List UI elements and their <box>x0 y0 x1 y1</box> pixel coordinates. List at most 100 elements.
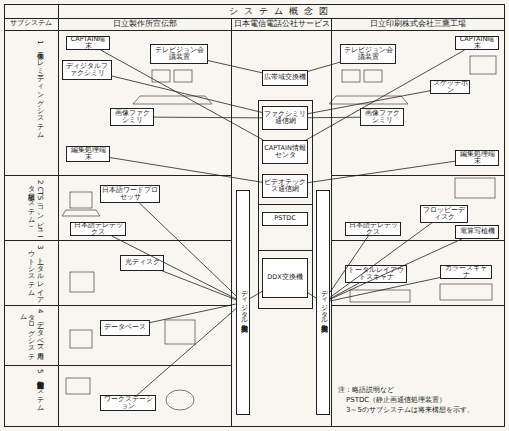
device-box: 日本語テレテックス <box>345 222 401 236</box>
node-label: CAPTAIN情報センタ <box>264 145 306 159</box>
node-label: フロッピーディスク <box>422 207 466 221</box>
terminal-drawing <box>470 56 496 74</box>
connector-line <box>112 236 236 299</box>
switch-box: DDX交換機 <box>262 258 308 298</box>
scanner-drawing <box>440 284 492 300</box>
device-box: ディジタルファクシミリ <box>62 60 112 80</box>
connector-line <box>308 161 455 182</box>
monitor-drawing <box>364 70 382 82</box>
connector-line <box>150 304 236 323</box>
connector-line <box>112 76 262 112</box>
connector-line <box>308 117 360 119</box>
node-label: 編集処理端末 <box>68 147 108 161</box>
connector-line <box>137 309 236 395</box>
connector-line <box>330 283 359 299</box>
column-header: 日立印刷株式会社三鷹工場 <box>332 18 504 30</box>
header-line <box>4 18 505 19</box>
monitor-drawing <box>152 70 170 82</box>
stack-divider <box>258 204 312 205</box>
device-box: 日本語テレテックス <box>70 222 126 236</box>
row-divider <box>332 305 505 306</box>
device-box: 電算写植機 <box>455 225 499 239</box>
connector-line <box>162 271 236 300</box>
node-label: 画像ファクシミリ <box>112 110 152 124</box>
device-box: 光ディスク <box>120 255 164 271</box>
outer-frame <box>5 5 505 427</box>
terminal-drawing <box>70 272 94 292</box>
connector-line <box>110 158 262 183</box>
connector-line <box>250 291 262 298</box>
connector-line <box>330 236 368 292</box>
row-divider <box>332 175 505 176</box>
site-column: 日立印刷株式会社三鷹工場 CAPTAIN端末スケッチホン テレビジョン会議装置画像フ… <box>332 18 505 427</box>
desk-drawing <box>329 96 408 104</box>
header-line <box>4 30 505 31</box>
network-box: ビデオテックス通信網 <box>262 174 308 198</box>
node-label: 広帯域交換機 <box>264 74 306 81</box>
device-box: 編集処理端末 <box>66 146 110 162</box>
connector-line <box>308 293 316 298</box>
device-box: CAPTAIN端末 <box>455 36 499 50</box>
node-label: CAPTAIN端末 <box>457 36 497 50</box>
monitor-drawing <box>342 70 360 82</box>
connector-line <box>139 203 236 296</box>
terminal-drawing <box>66 378 90 394</box>
node-label: DDX交換機 <box>267 274 302 281</box>
device-box: 画像ファクシミリ <box>360 108 404 126</box>
node-label: データベース <box>104 324 146 331</box>
device-box: 日本語ワードプロセッサ <box>100 185 160 203</box>
network-box: ファクシミリ通信網 <box>262 106 308 130</box>
node-label: ディジタル加入者交換機 <box>319 285 326 320</box>
node-label: カラースキャナ <box>442 265 490 279</box>
connector-line <box>308 91 430 114</box>
desk-drawing <box>133 96 212 104</box>
stack-divider <box>258 250 312 251</box>
subsystem-name: 4 データベース用カタログシステム <box>20 309 44 361</box>
row-divider <box>4 240 232 241</box>
node-label: ビデオテックス通信網 <box>264 179 306 193</box>
connector-line <box>330 278 440 301</box>
column-header: 日立製作所宣伝部 <box>58 18 231 30</box>
node-label: 電算写植機 <box>460 228 495 235</box>
device-box: CAPTAIN端末 <box>66 36 110 50</box>
row-divider <box>4 175 232 176</box>
device-box: テレビジョン会議装置 <box>340 44 396 64</box>
row-divider <box>4 305 232 306</box>
switch-box: ディジタル加入者交換機 <box>236 190 250 415</box>
subsystem-name: 5 知能型文書処理システム <box>20 369 44 423</box>
site-column: 日本電信電話公社サービス広帯域交換機ファクシミリ通信網 CAPTAIN情報センタビ… <box>232 18 332 427</box>
subsystem-name: 2 CTS（コンピュータ組版システム） <box>20 180 44 236</box>
connector-line <box>330 223 432 297</box>
node-label: テレビジョン会議装置 <box>152 47 206 61</box>
scanner-drawing <box>350 290 410 302</box>
node-label: PSTDC <box>274 215 296 222</box>
device-box: カラースキャナ <box>440 265 492 279</box>
subsystem-name: 3 トータルレイアウトシステム <box>20 245 44 301</box>
terminal-drawing <box>70 192 92 208</box>
switch-box: 広帯域交換機 <box>262 70 308 86</box>
person-drawing <box>166 390 194 410</box>
process-box: PSTDC <box>262 212 308 226</box>
column-header: 日本電信電話公社サービス <box>232 18 331 30</box>
diagram-title: システム概念図 <box>58 4 505 18</box>
connector-line <box>306 50 465 140</box>
monitor-drawing <box>174 70 192 82</box>
cabinet-drawing <box>165 320 195 344</box>
network-stack-outline <box>259 101 313 309</box>
device-box: フロッピーディスク <box>420 205 468 223</box>
node-label: ディジタルファクシミリ <box>64 63 110 77</box>
node-label: ディジタル加入者交換機 <box>239 285 246 320</box>
subsystem-name: 1 画像テレミーティングシステム <box>20 40 44 170</box>
node-label: テレビジョン会議装置 <box>342 47 394 61</box>
row-divider <box>4 365 232 366</box>
connector-line <box>101 50 264 140</box>
device-box: データベース <box>100 320 150 336</box>
node-label: CAPTAIN端末 <box>68 36 108 50</box>
node-label: 光ディスク <box>125 259 160 266</box>
device-box: ワークステーション <box>100 395 156 411</box>
note-text: 3～5のサブシステムは将来構想を示す。 <box>346 406 498 416</box>
node-label: スケッチホン <box>432 80 468 94</box>
node-label: 日本語テレテックス <box>347 222 399 236</box>
